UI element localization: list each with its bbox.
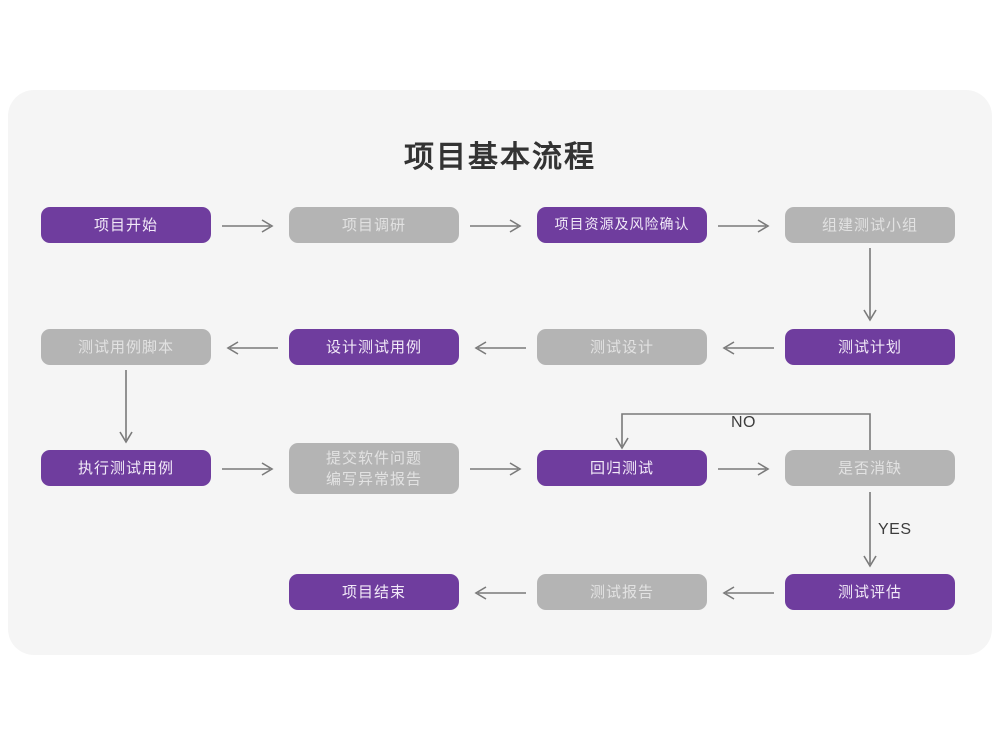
node-test-evaluation[interactable]: 测试评估 xyxy=(785,574,955,610)
node-project-research[interactable]: 项目调研 xyxy=(289,207,459,243)
edge-label-no: NO xyxy=(731,414,756,431)
node-test-design[interactable]: 测试设计 xyxy=(537,329,707,365)
node-defect-resolved[interactable]: 是否消缺 xyxy=(785,450,955,486)
node-project-start[interactable]: 项目开始 xyxy=(41,207,211,243)
node-regression-test[interactable]: 回归测试 xyxy=(537,450,707,486)
node-testcase-script[interactable]: 测试用例脚本 xyxy=(41,329,211,365)
node-test-report[interactable]: 测试报告 xyxy=(537,574,707,610)
flowchart-card xyxy=(8,90,992,655)
edge-label-yes: YES xyxy=(878,521,912,538)
node-submit-issue-report[interactable]: 提交软件问题 编写异常报告 xyxy=(289,443,459,494)
node-resource-risk-confirm[interactable]: 项目资源及风险确认 xyxy=(537,207,707,243)
node-execute-testcase[interactable]: 执行测试用例 xyxy=(41,450,211,486)
page-title: 项目基本流程 xyxy=(404,140,596,175)
node-test-plan[interactable]: 测试计划 xyxy=(785,329,955,365)
node-design-testcase[interactable]: 设计测试用例 xyxy=(289,329,459,365)
node-build-test-team[interactable]: 组建测试小组 xyxy=(785,207,955,243)
node-project-end[interactable]: 项目结束 xyxy=(289,574,459,610)
